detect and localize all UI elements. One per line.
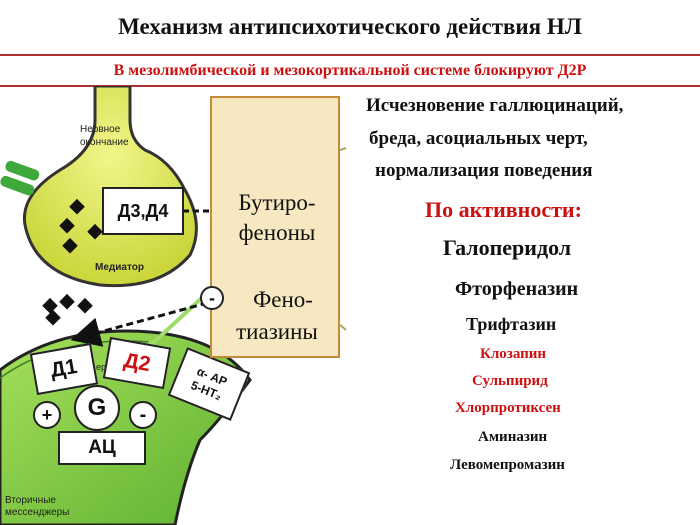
subtitle-banner: В мезолимбической и мезокортикальной сис… — [0, 57, 700, 87]
page-title: Механизм антипсихотического действия НЛ — [0, 0, 700, 56]
drug-levomepromazine: Левомепромазин — [450, 457, 565, 473]
effect-line-2: бреда, асоциальных черт, — [369, 128, 588, 149]
mediator-label: Медиатор — [95, 262, 144, 273]
effect-line-1: Исчезновение галлюцинаций, — [366, 95, 624, 116]
uptake-blocker-bar-1 — [5, 160, 40, 181]
activity-heading: По активности: — [425, 197, 582, 222]
phenothiazines-line2: тиазины — [236, 319, 318, 344]
second-messengers-label: Вторичные мессенджеры — [5, 495, 70, 518]
adenylate-cyclase: АЦ — [58, 431, 146, 465]
drug-classes-box — [210, 96, 340, 358]
drug-trifluoperazine: Трифтазин — [466, 314, 557, 334]
minus-marker: - — [200, 286, 224, 310]
drug-fluphenazine: Фторфеназин — [455, 278, 579, 300]
drug-chlorpromazine: Аминазин — [478, 429, 548, 445]
butyrophenones-line2: феноны — [238, 220, 316, 245]
uptake-blocker-bar-2 — [0, 175, 35, 196]
receptor-d3-d4: Д3,Д4 — [102, 187, 184, 235]
nerve-ending-label: Нервное окончание — [80, 124, 129, 148]
g-protein-circle: G — [74, 385, 120, 431]
drug-haloperidol: Галоперидол — [443, 235, 572, 260]
mediator-molecules-inside — [59, 198, 103, 254]
effect-line-3: нормализация поведения — [375, 160, 593, 181]
phenothiazines-line1: Фено- — [253, 287, 313, 312]
minus-sign: - — [129, 401, 157, 429]
membrane-label-fragment: ер — [96, 362, 107, 372]
drug-chlorprothixene: Хлорпротиксен — [455, 400, 561, 416]
mediator-molecules-released — [42, 293, 93, 326]
butyrophenones-line1: Бутиро- — [238, 190, 316, 215]
drug-clozapine: Клозапин — [480, 346, 547, 362]
dashed-arrow-d1 — [70, 298, 219, 347]
drug-sulpiride: Сульпирид — [472, 373, 548, 389]
plus-sign: + — [33, 401, 61, 429]
presynaptic-terminal — [22, 86, 198, 288]
